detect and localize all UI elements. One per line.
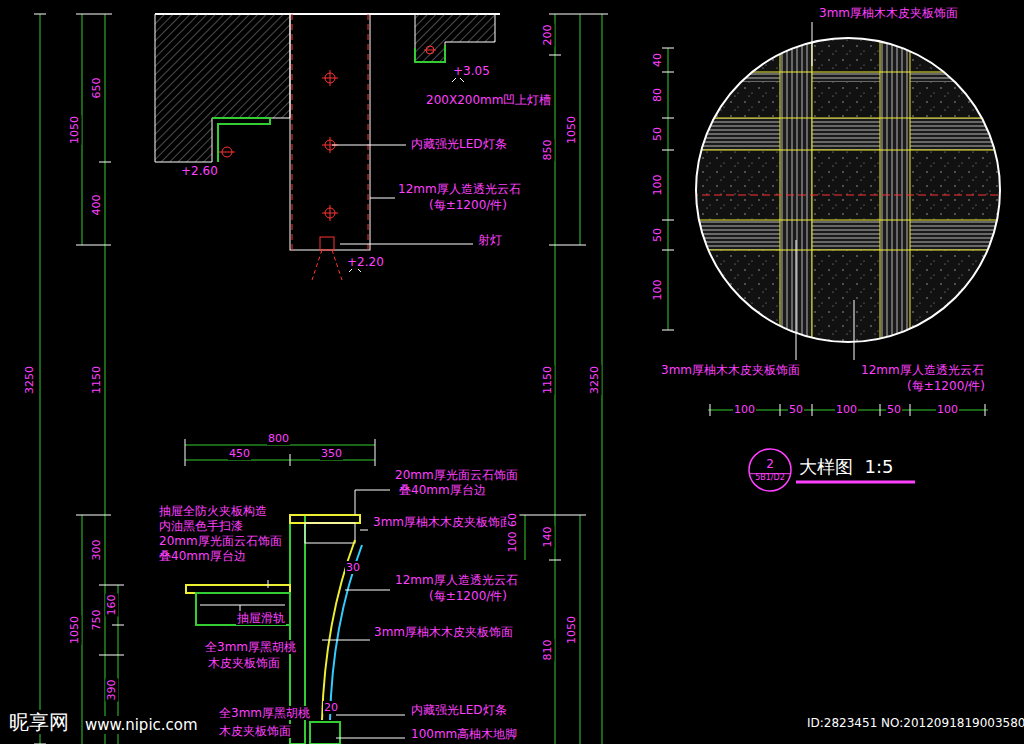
dimension-text: 160 (105, 594, 118, 617)
annotation-text: 抽屉滑轨 (236, 611, 286, 625)
dimension-text: 1150 (541, 365, 554, 395)
annotation-text: 20 (323, 701, 339, 714)
dimension-text: 390 (105, 679, 118, 702)
dimension-text: 140 (541, 526, 554, 549)
dimension-text: 50 (651, 227, 664, 243)
dimension-text: 850 (541, 139, 554, 162)
dimension-text: 50 (651, 126, 664, 142)
annotation-text: 200X200mm凹上灯槽 (425, 93, 552, 107)
dimension-text: 810 (541, 639, 554, 662)
dimension-text: 300 (90, 539, 103, 562)
annotation-text: 抽屉全防火夹板构造 (158, 504, 268, 518)
annotation-text: 12mm厚人造透光云石 (394, 573, 519, 587)
annotation-text: 木皮夹板饰面 (207, 656, 281, 670)
dimension-text: 400 (90, 194, 103, 217)
annotation-text: 30 (345, 561, 361, 574)
annotation-text: 内油黑色手扫漆 (158, 519, 244, 533)
annotation-text: 450 (228, 447, 251, 460)
detail-symbol: 25B1/D2 (748, 448, 792, 492)
annotation-text: www.nipic.com (84, 716, 199, 734)
annotation-text: 3mm厚柚木木皮夹板饰面 (373, 625, 514, 639)
annotation-text: 叠40mm厚台边 (398, 483, 487, 497)
dimension-text: 1050 (68, 115, 81, 145)
detail-number: 2 (751, 458, 789, 474)
annotation-text: 100 (835, 403, 858, 416)
annotation-text: (每±1200/件) (428, 198, 508, 212)
dimension-text: 80 (651, 87, 664, 103)
dimension-text: 100 (651, 174, 664, 197)
dimension-text: 60 (506, 512, 519, 528)
annotation-text: 全3mm厚黑胡桃 (204, 640, 297, 654)
dimension-text: 1050 (565, 115, 578, 145)
annotation-text: +3.05 (452, 64, 491, 78)
dimension-text: 750 (90, 609, 103, 632)
annotation-text: 3mm厚柚木木皮夹板饰面 (372, 515, 513, 529)
dimension-text: 100 (651, 279, 664, 302)
dimension-text: 1050 (565, 615, 578, 645)
dimension-text: 3250 (23, 365, 36, 395)
dimension-text: 3250 (588, 365, 601, 395)
annotation-text: 12mm厚人造透光云石 (397, 182, 522, 196)
dimension-text: 1150 (90, 365, 103, 395)
dimension-text: 200 (541, 24, 554, 47)
annotation-text: ID:2823451 NO:20120918190035809000 (806, 716, 1024, 730)
annotation-text: 木皮夹板饰面 (218, 724, 292, 738)
annotation-text: 全3mm厚黑胡桃 (218, 706, 311, 720)
annotation-text: (每±1200/件) (428, 589, 508, 603)
annotation-text: 100mm高柚木地脚 (410, 727, 518, 741)
annotation-text: 20mm厚光面云石饰面 (394, 468, 519, 482)
annotation-text: (每±1200/件) (906, 379, 986, 393)
annotation-text: +2.60 (180, 164, 219, 178)
annotation-text: 50 (788, 403, 804, 416)
annotation-text: +2.20 (346, 255, 385, 269)
annotation-text: 叠40mm厚台边 (158, 549, 247, 563)
dimension-text: 100 (506, 531, 519, 554)
annotation-text: 昵享网 (8, 710, 70, 734)
annotation-text: 100 (936, 403, 959, 416)
annotation-text: 射灯 (477, 233, 503, 247)
annotation-text: 50 (886, 403, 902, 416)
dimension-text: 650 (90, 77, 103, 100)
sheet-reference: 5B1/D2 (751, 474, 789, 483)
annotation-text: 350 (320, 447, 343, 460)
annotation-text: 3mm厚柚木木皮夹板饰面 (660, 363, 801, 377)
annotation-text: 12mm厚人造透光云石 (860, 363, 985, 377)
dimension-text: 1050 (68, 615, 81, 645)
annotation-text: 内藏强光LED灯条 (410, 703, 508, 717)
dimension-text: 40 (651, 52, 664, 68)
annotation-text: 20mm厚光面云石饰面 (158, 534, 283, 548)
annotation-text: 内藏强光LED灯条 (410, 137, 508, 151)
annotation-text: 100 (733, 403, 756, 416)
annotation-text: 800 (267, 432, 290, 445)
drawing-title: 大样图 1:5 (798, 456, 894, 478)
annotation-text: 3mm厚柚木木皮夹板饰面 (818, 6, 959, 20)
